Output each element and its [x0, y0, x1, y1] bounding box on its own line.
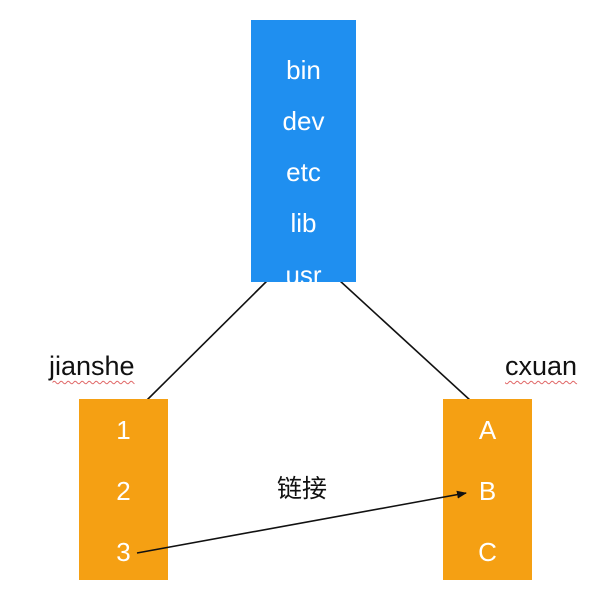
jianshe-entry-2: 2 [116, 476, 131, 506]
root-entry-dev: dev [282, 106, 325, 136]
link-label: 链接 [277, 474, 328, 503]
usr-to-cxuan-line [326, 268, 472, 402]
root-entry-lib: lib [290, 208, 317, 238]
cxuan-directory-label: cxuan [505, 351, 578, 381]
cxuan-entry-c: C [478, 537, 497, 567]
usr-to-jianshe-line [145, 268, 280, 402]
cxuan-directory-box: A B C [443, 399, 532, 580]
root-entry-bin: bin [286, 55, 321, 85]
link-arrow [136, 490, 467, 554]
root-entry-etc: etc [286, 157, 321, 187]
root-entry-usr: usr [285, 260, 322, 290]
cxuan-entry-a: A [478, 415, 497, 445]
jianshe-directory-label: jianshe [49, 351, 135, 381]
jianshe-entry-1: 1 [116, 415, 131, 445]
root-directory-box: bin dev etc lib usr [251, 20, 356, 290]
cxuan-entry-b: B [478, 476, 497, 506]
jianshe-entry-3: 3 [116, 537, 131, 567]
